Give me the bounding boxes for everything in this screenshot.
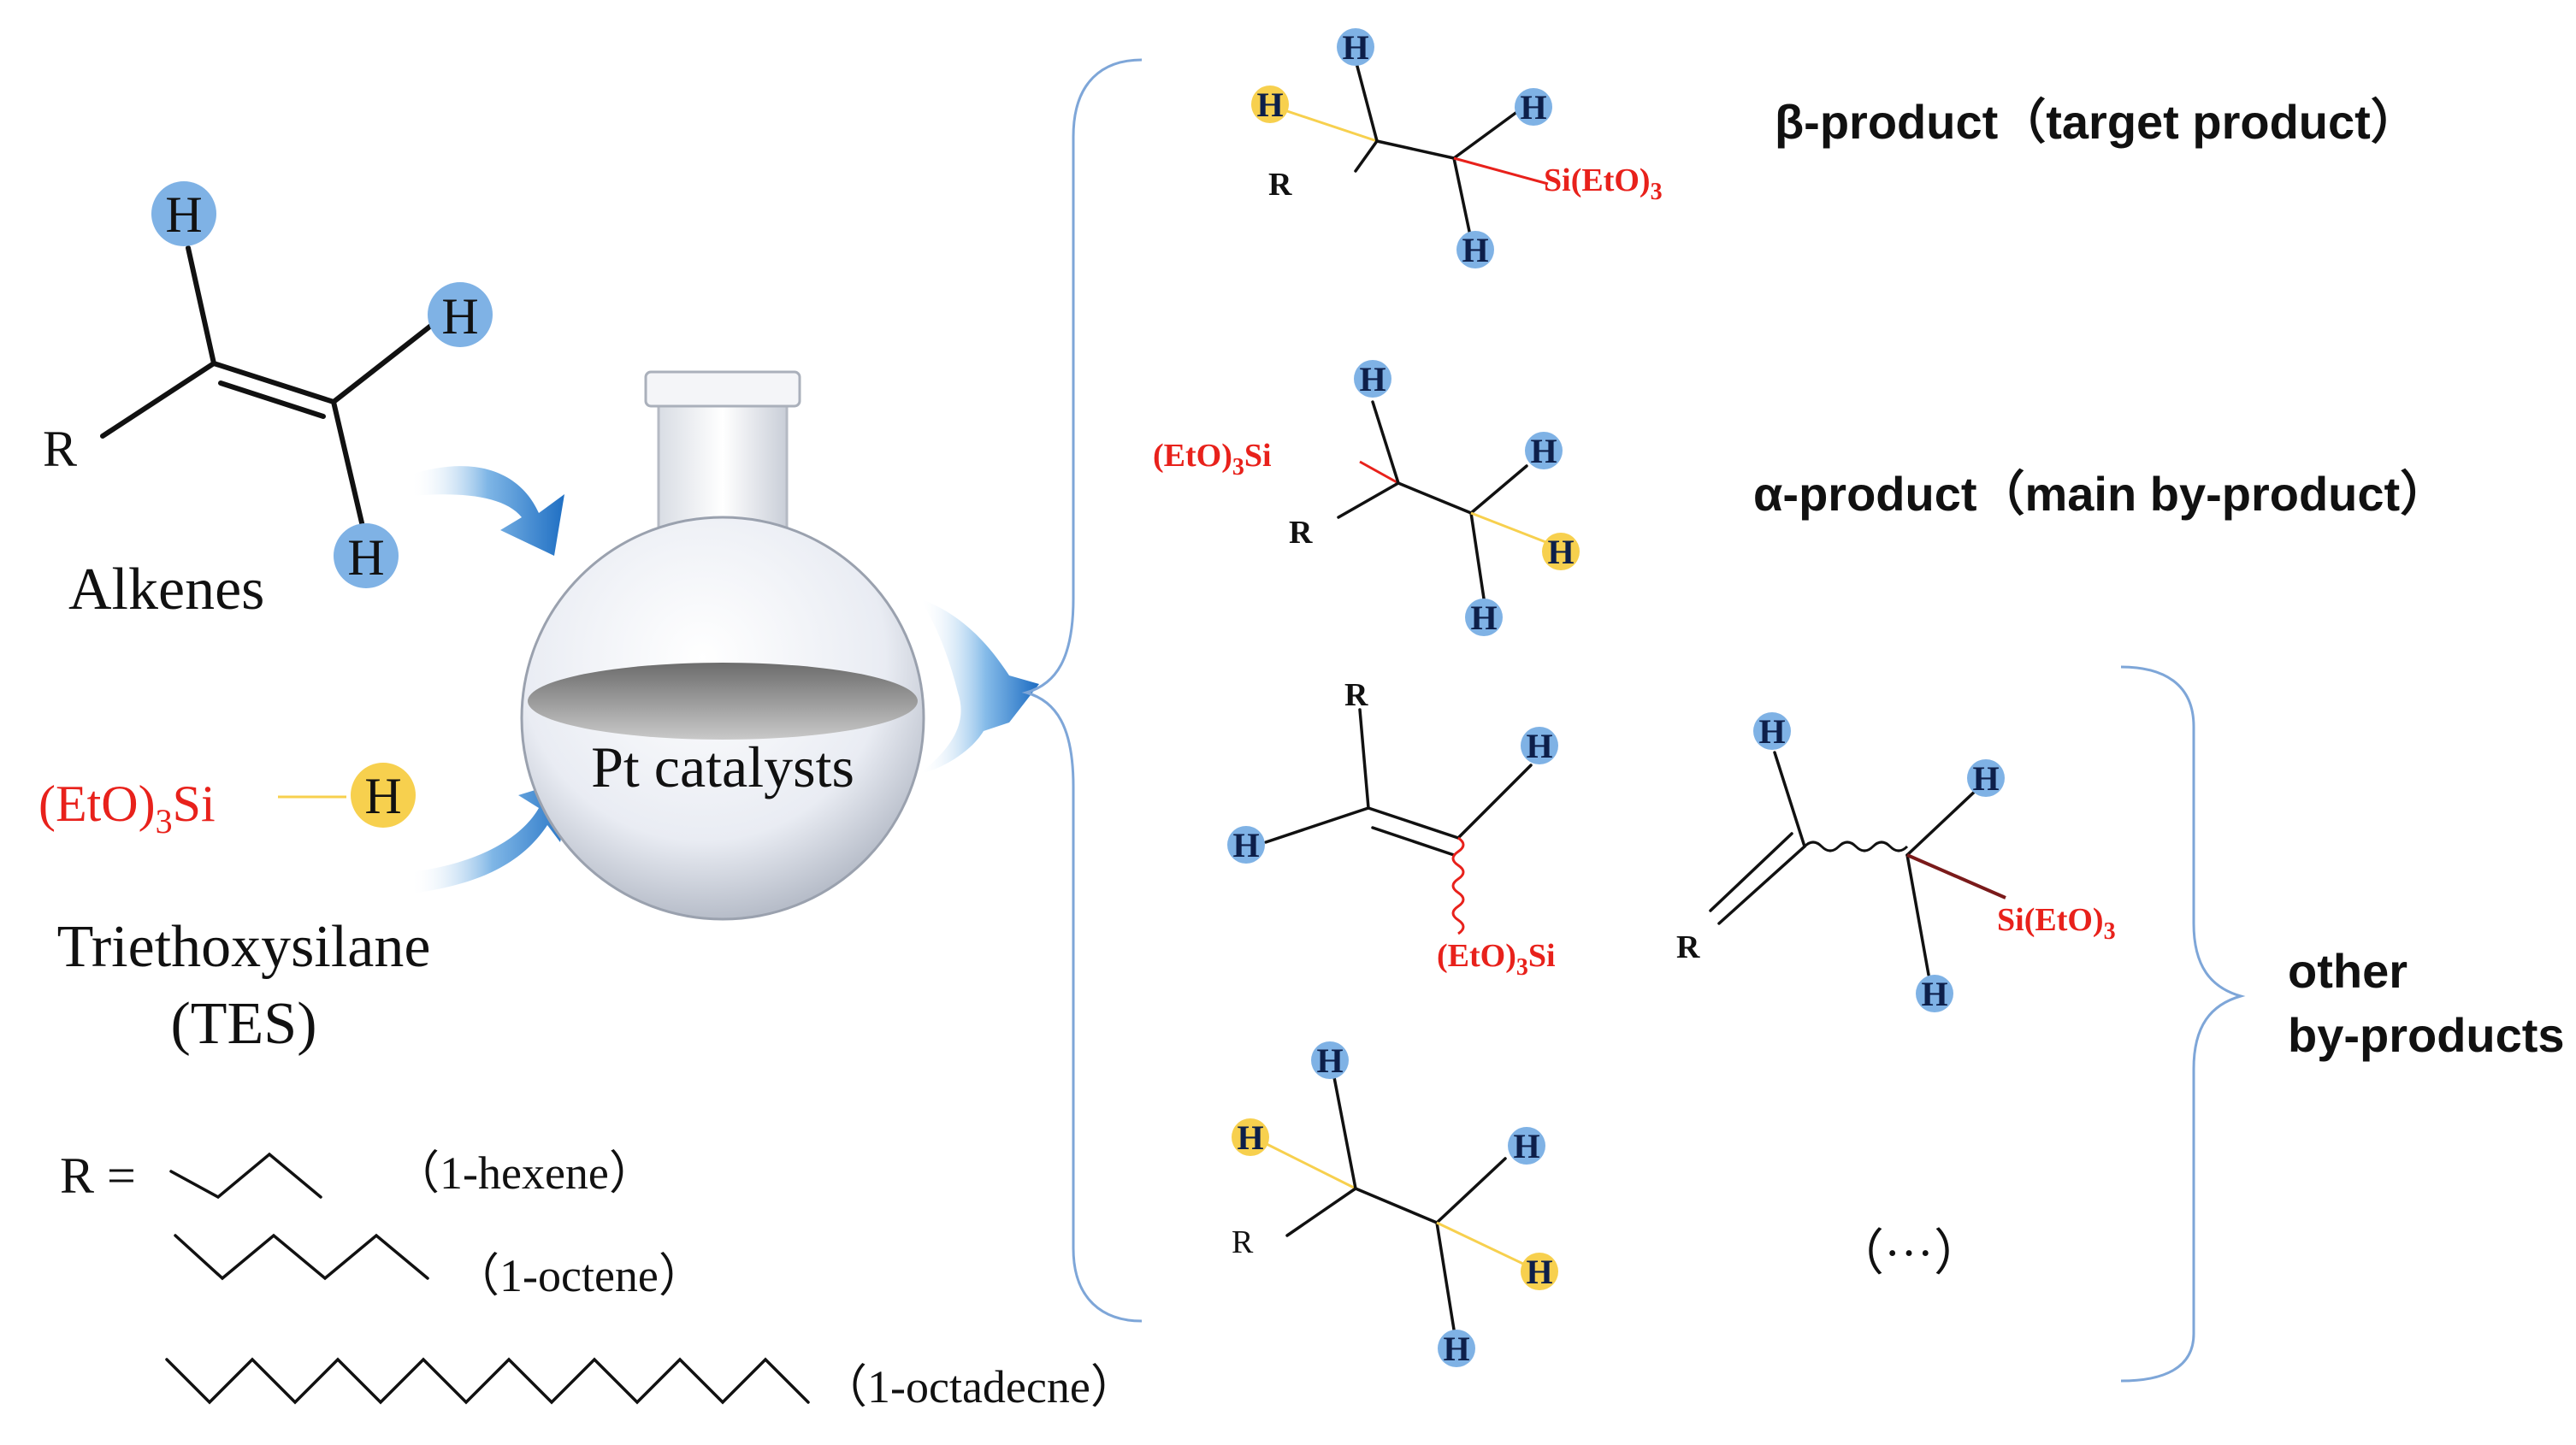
- h-atom: H: [151, 181, 216, 246]
- svg-text:H: H: [1237, 1118, 1263, 1157]
- svg-text:H: H: [1470, 599, 1497, 637]
- h-atom: H: [1967, 759, 2005, 798]
- r-group: R: [1289, 515, 1313, 551]
- silyl-group: Si(EtO)3: [1997, 902, 2116, 945]
- hexene-chain: [169, 1152, 322, 1200]
- h-atom: H: [1438, 1330, 1475, 1368]
- svg-text:H: H: [441, 288, 478, 345]
- h-atom: H: [1456, 231, 1494, 269]
- beta-product-label: β-product（target product）: [1775, 95, 2419, 149]
- svg-text:H: H: [364, 768, 401, 824]
- h-atom: H: [1916, 975, 1953, 1013]
- svg-text:H: H: [347, 529, 384, 586]
- svg-text:H: H: [1758, 712, 1785, 751]
- svg-text:H: H: [165, 186, 202, 243]
- silyl-group: (EtO)3Si: [1153, 438, 1272, 481]
- h-atom: H: [1508, 1127, 1545, 1165]
- octadecene-chain: [165, 1357, 810, 1405]
- svg-text:H: H: [1256, 86, 1283, 124]
- svg-text:H: H: [1530, 432, 1557, 470]
- svg-text:H: H: [1972, 759, 1999, 798]
- r-group-legend: R = （1-hexene） （1-octene） （1-octadecne）: [60, 1147, 1137, 1413]
- alkene-r-group: R: [43, 421, 77, 477]
- alkenes-label: Alkenes: [68, 557, 264, 622]
- svg-text:H: H: [1526, 1253, 1552, 1291]
- octene-chain: [174, 1233, 429, 1281]
- alpha-product-label: α-product（main by-product）: [1753, 467, 2448, 521]
- h-atom: H: [1521, 727, 1558, 765]
- alpha-product-structure: H H H H (EtO)3Si R: [1153, 360, 1580, 637]
- svg-text:H: H: [1342, 28, 1368, 67]
- octadecene-label: （1-octadecne）: [821, 1361, 1137, 1413]
- r-group: R: [1344, 677, 1368, 713]
- alkane-structure: H H H H H R: [1232, 1041, 1558, 1368]
- svg-text:H: H: [1232, 826, 1259, 864]
- arrow-tes-to-flask: [411, 778, 575, 894]
- r-group: R: [1232, 1224, 1254, 1260]
- alkene-structure: R H H H Alkenes: [43, 181, 493, 622]
- tes-formula: (EtO)3Si: [38, 776, 216, 840]
- hexene-label: （1-hexene）: [393, 1147, 655, 1199]
- arrow-flask-to-products: [919, 599, 1039, 774]
- h-atom: H: [1525, 432, 1563, 470]
- tes-abbrev: (TES): [170, 991, 316, 1057]
- h-atom: H: [1311, 1041, 1349, 1080]
- svg-text:H: H: [1513, 1127, 1539, 1165]
- h-atom-yellow: H: [1542, 533, 1580, 571]
- tes-structure: (EtO)3Si H Triethoxysilane (TES): [38, 763, 430, 1057]
- h-atom-yellow: H: [1521, 1253, 1558, 1291]
- vinylsilane-structure: R H H (EtO)3Si: [1227, 677, 1558, 981]
- svg-text:H: H: [1547, 533, 1574, 571]
- products-brace: [1021, 58, 1143, 1323]
- h-atom: H: [1515, 88, 1552, 127]
- ellipsis-label: （···）: [1835, 1225, 1983, 1281]
- silyl-group: (EtO)3Si: [1437, 938, 1556, 981]
- beta-product-structure: H H H H R Si(EtO)3: [1251, 28, 1663, 269]
- r-group: R: [1676, 929, 1700, 965]
- h-atom: H: [1354, 360, 1391, 398]
- svg-text:H: H: [1443, 1330, 1469, 1368]
- h-atom-yellow: H: [1251, 86, 1289, 124]
- other-byproducts-line2: by-products: [2288, 1008, 2565, 1062]
- h-atom: H: [1753, 712, 1791, 751]
- r-equals: R =: [60, 1147, 136, 1204]
- svg-text:H: H: [1359, 360, 1385, 398]
- flask-label: Pt catalysts: [591, 734, 854, 799]
- svg-text:H: H: [1526, 727, 1552, 765]
- r-group: R: [1268, 167, 1292, 203]
- silyl-group: Si(EtO)3: [1544, 162, 1663, 205]
- other-byproducts-brace: [2120, 665, 2246, 1383]
- other-byproducts-line1: other: [2288, 944, 2408, 998]
- h-atom-yellow: H: [351, 763, 416, 828]
- h-atom: H: [428, 282, 493, 347]
- h-atom: H: [1337, 28, 1374, 67]
- svg-text:H: H: [1921, 975, 1947, 1013]
- h-atom: H: [334, 523, 399, 588]
- arrow-alkene-to-flask: [411, 466, 564, 556]
- reaction-flask: Pt catalysts: [520, 370, 925, 921]
- svg-text:H: H: [1316, 1041, 1343, 1080]
- tes-name: Triethoxysilane: [57, 914, 431, 980]
- h-atom-yellow: H: [1232, 1118, 1269, 1157]
- h-atom: H: [1227, 826, 1265, 864]
- allylsilane-structure: H H H R Si(EtO)3: [1676, 712, 2116, 1013]
- svg-text:H: H: [1520, 88, 1546, 127]
- svg-text:H: H: [1462, 231, 1488, 269]
- octene-label: （1-octene）: [453, 1250, 705, 1301]
- h-atom: H: [1465, 599, 1503, 637]
